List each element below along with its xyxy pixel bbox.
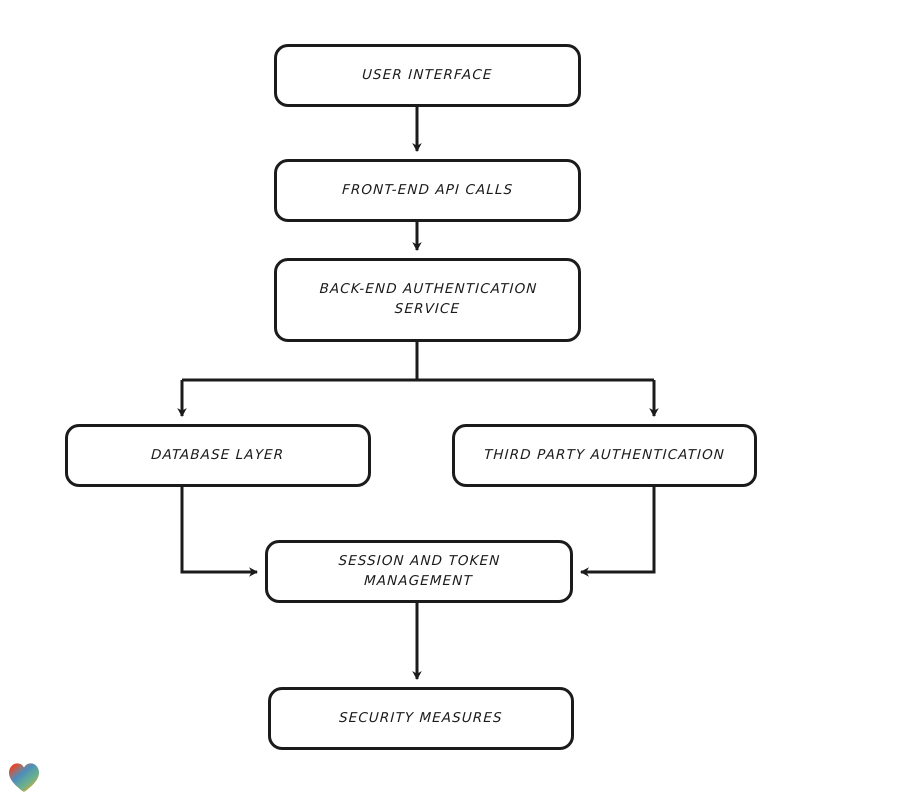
node-back-end-auth-service-label: BACK-END AUTHENTICATION SERVICE xyxy=(318,281,538,317)
edge-database-to-session xyxy=(180,487,258,577)
node-session-token-management-label: SESSION AND TOKEN MANAGEMENT xyxy=(338,552,501,589)
node-security-measures[interactable]: SECURITY MEASURES xyxy=(268,687,574,750)
node-database-layer[interactable]: DATABASE LAYER xyxy=(65,424,371,487)
node-front-end-api-calls[interactable]: FRONT-END API CALLS xyxy=(274,159,581,222)
edge-thirdparty-to-session xyxy=(580,487,656,577)
node-third-party-auth[interactable]: THIRD PARTY AUTHENTICATION xyxy=(452,424,757,487)
node-third-party-auth-label: THIRD PARTY AUTHENTICATION xyxy=(483,446,726,463)
node-database-layer-label: DATABASE LAYER xyxy=(151,446,286,463)
node-security-measures-label: SECURITY MEASURES xyxy=(338,709,504,726)
node-back-end-auth-service[interactable]: BACK-END AUTHENTICATION SERVICE xyxy=(274,258,581,342)
heart-icon xyxy=(9,763,39,793)
node-front-end-api-calls-label: FRONT-END API CALLS xyxy=(341,181,514,198)
node-session-token-management[interactable]: SESSION AND TOKEN MANAGEMENT xyxy=(265,540,573,603)
node-user-interface[interactable]: USER INTERFACE xyxy=(274,44,581,107)
node-user-interface-label: USER INTERFACE xyxy=(361,66,494,83)
